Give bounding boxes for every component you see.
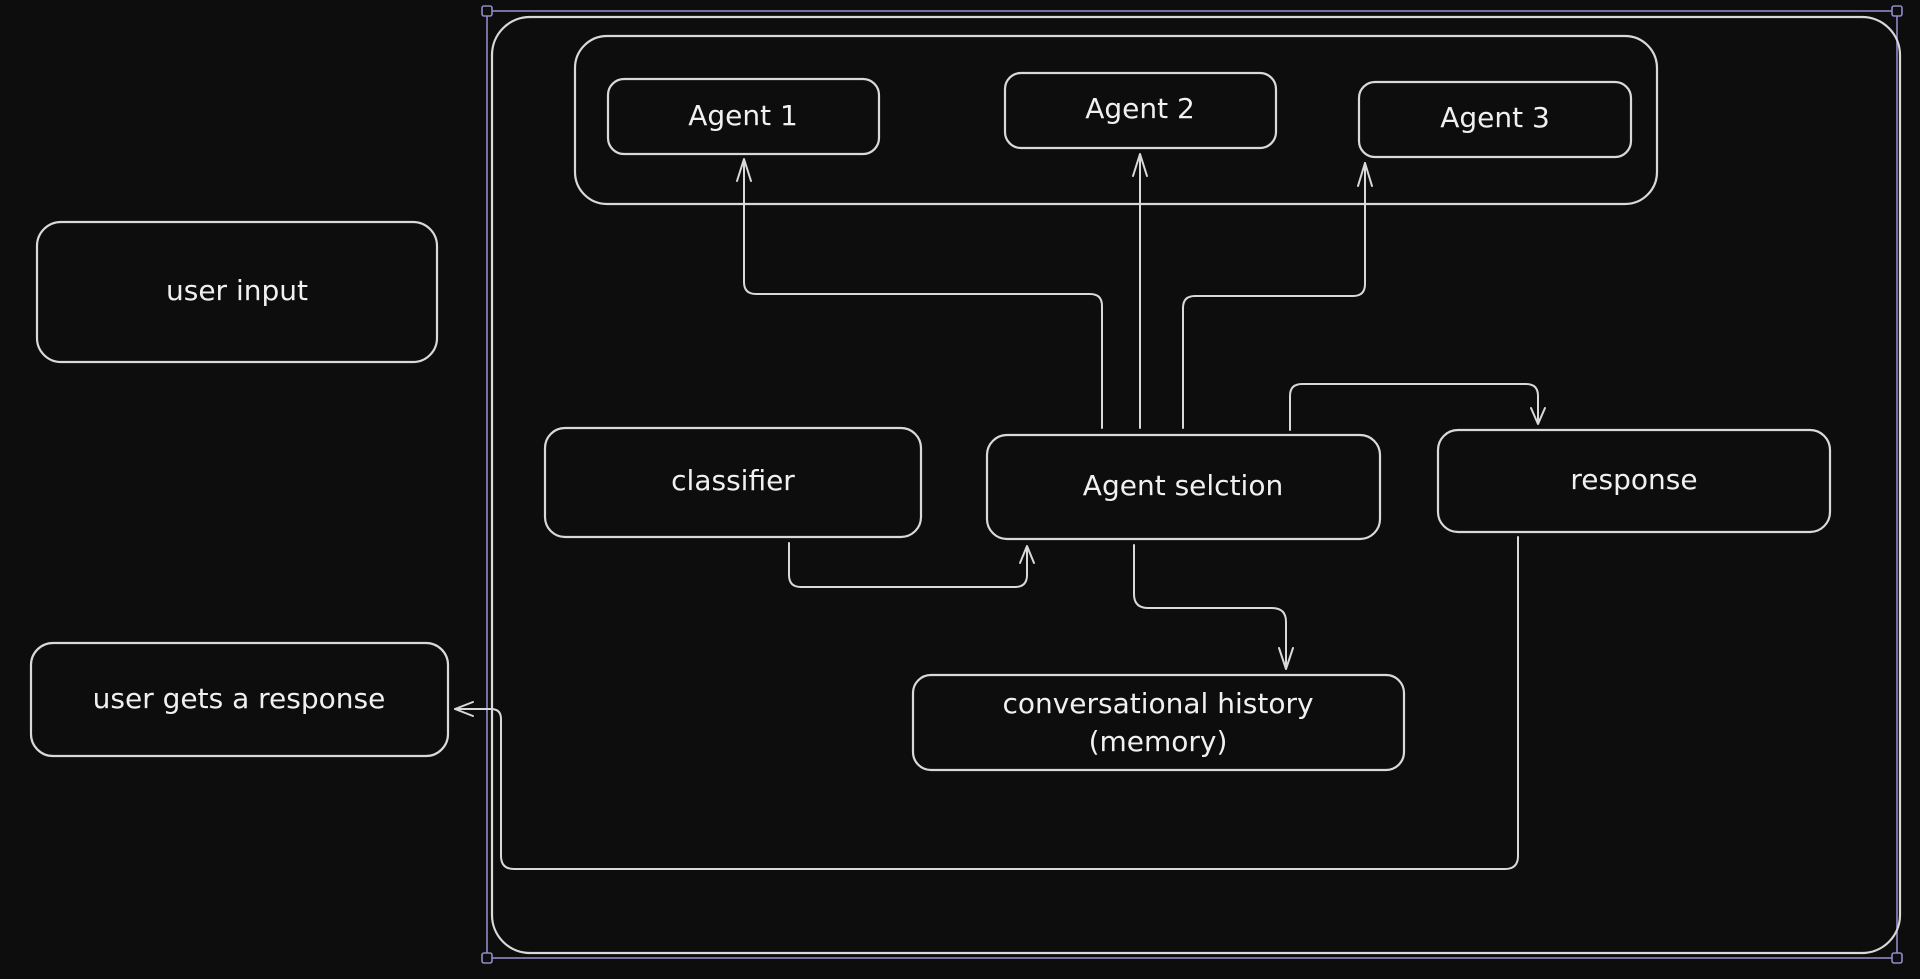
arrowhead-icon xyxy=(1019,545,1035,564)
edges xyxy=(454,153,1546,870)
arrowhead-icon xyxy=(1530,407,1546,425)
selection-box xyxy=(481,5,1903,964)
node-label: user gets a response xyxy=(93,682,386,715)
arrowhead-icon xyxy=(1357,162,1373,187)
resize-handle-bottom-right[interactable] xyxy=(1891,952,1903,964)
node-label: Agent 2 xyxy=(1085,92,1195,125)
node-label-line-2: (memory) xyxy=(1089,725,1228,758)
edge-classifier-to-agent-selection[interactable] xyxy=(788,542,1028,588)
node-agent-1[interactable]: Agent 1 xyxy=(606,77,881,156)
node-label: classifier xyxy=(671,464,795,497)
node-conversational-history[interactable]: conversational history (memory) xyxy=(911,673,1406,772)
resize-handle-bottom-left[interactable] xyxy=(481,952,493,964)
arrowhead-icon xyxy=(736,158,752,182)
node-agent-selection[interactable]: Agent selction xyxy=(985,433,1382,541)
node-classifier[interactable]: classifier xyxy=(543,426,923,539)
arrowhead-icon xyxy=(1132,153,1148,177)
node-label: Agent 3 xyxy=(1440,101,1550,134)
node-label-line-1: conversational history xyxy=(1002,687,1313,720)
node-user-input[interactable]: user input xyxy=(35,220,439,364)
resize-handle-top-right[interactable] xyxy=(1891,5,1903,17)
node-agent-3[interactable]: Agent 3 xyxy=(1357,80,1633,159)
arrowhead-icon xyxy=(1278,647,1294,670)
edge-response-to-user[interactable] xyxy=(454,536,1519,870)
node-agent-2[interactable]: Agent 2 xyxy=(1003,71,1278,150)
arrowhead-icon xyxy=(454,701,474,717)
system-frame[interactable] xyxy=(490,15,1902,955)
node-user-gets-response[interactable]: user gets a response xyxy=(29,641,450,758)
node-label: response xyxy=(1570,463,1697,496)
node-label: Agent selction xyxy=(1083,469,1283,502)
edge-selection-to-agent-1[interactable] xyxy=(743,159,1103,429)
node-response[interactable]: response xyxy=(1436,428,1832,534)
agents-group-frame[interactable] xyxy=(573,34,1659,206)
edge-selection-to-memory[interactable] xyxy=(1133,544,1287,669)
selection-outline xyxy=(486,10,1898,959)
edge-selection-to-agent-3[interactable] xyxy=(1182,162,1366,429)
node-label: user input xyxy=(166,274,308,307)
resize-handle-top-left[interactable] xyxy=(481,5,493,17)
edge-selection-to-response[interactable] xyxy=(1289,383,1539,431)
node-label: Agent 1 xyxy=(688,99,798,132)
